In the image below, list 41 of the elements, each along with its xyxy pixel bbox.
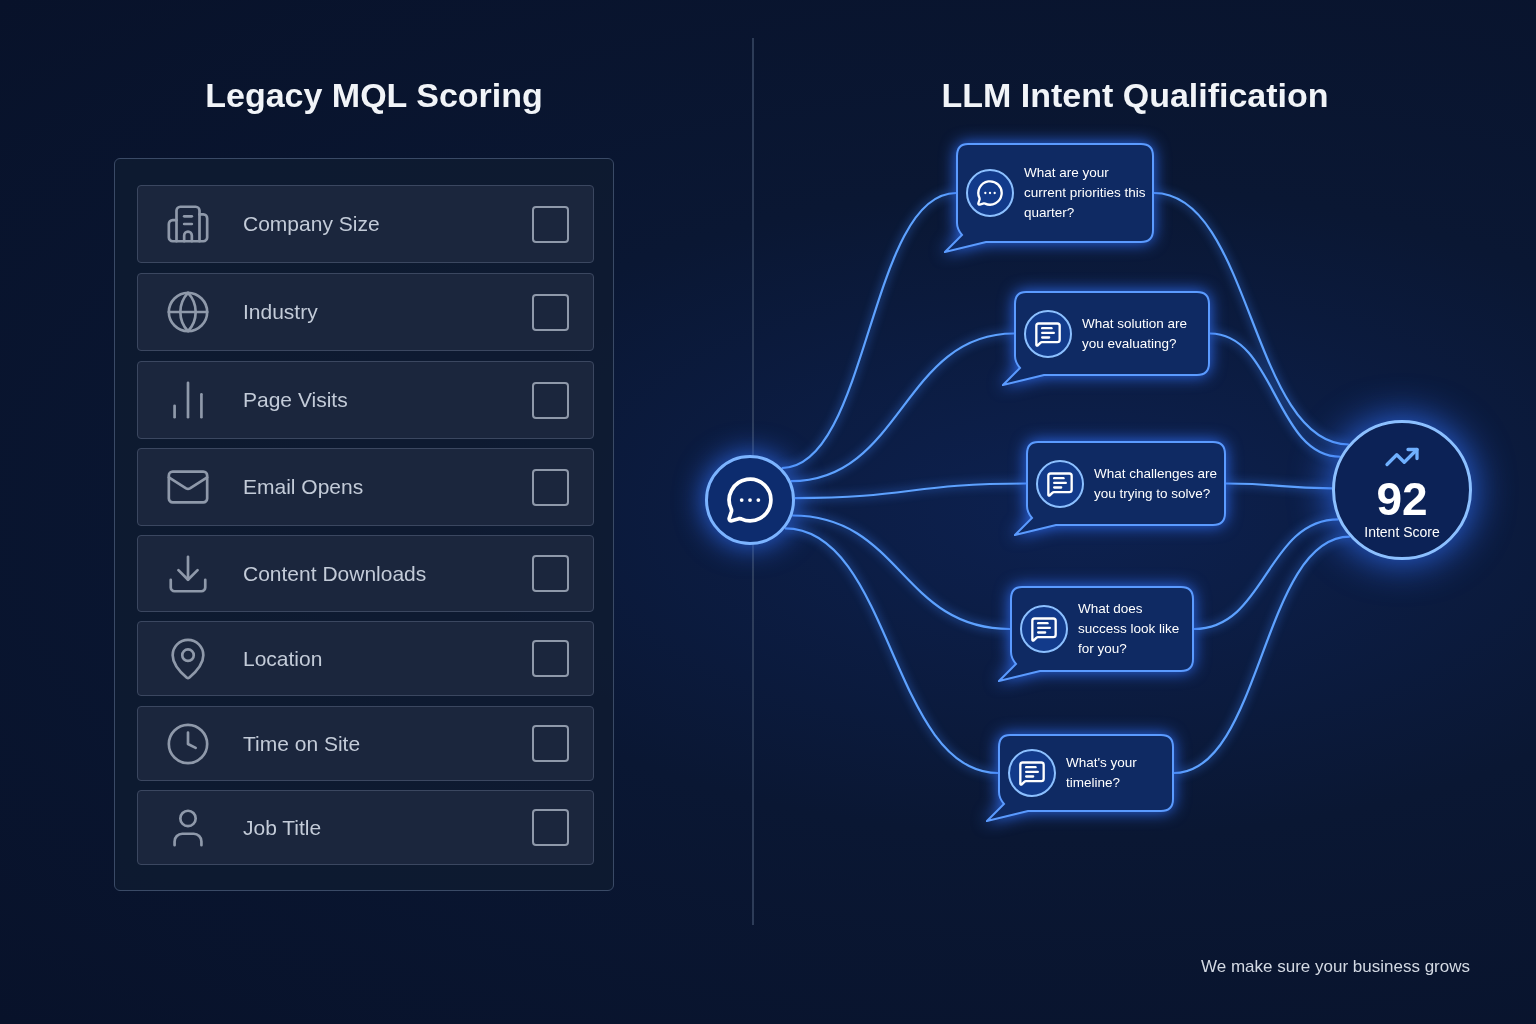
section-title: LLM Intent Qualification bbox=[940, 75, 1330, 116]
question-bubble bbox=[944, 143, 1154, 253]
score-caption: Intent Score bbox=[1364, 523, 1440, 541]
connector-line bbox=[781, 191, 957, 470]
connector-line bbox=[1209, 332, 1341, 458]
question-bubble bbox=[986, 734, 1174, 822]
criteria-label: Page Visits bbox=[243, 388, 348, 412]
criteria-label: Content Downloads bbox=[243, 561, 427, 585]
criteria-label: Location bbox=[243, 646, 323, 670]
criteria-label: Company Size bbox=[243, 212, 380, 236]
connector-line bbox=[790, 332, 1015, 483]
criteria-row bbox=[137, 535, 594, 612]
connector-line bbox=[784, 527, 999, 775]
question-bubble bbox=[1002, 291, 1210, 386]
score-value: 92 bbox=[1376, 475, 1428, 523]
criteria-label: Industry bbox=[243, 300, 318, 324]
question-bubble bbox=[998, 586, 1194, 682]
footer-text: We make sure your business grows bbox=[1200, 956, 1470, 978]
connector-line bbox=[1153, 191, 1350, 446]
question-text: What solution are you evaluating? bbox=[1082, 314, 1189, 353]
section-title: Legacy MQL Scoring bbox=[204, 75, 544, 116]
scoring-panel bbox=[114, 158, 614, 891]
criteria-row bbox=[137, 706, 594, 781]
connector-line bbox=[794, 482, 1026, 500]
criteria-row bbox=[137, 273, 594, 351]
criteria-label: Job Title bbox=[243, 815, 322, 839]
criteria-row bbox=[137, 185, 594, 263]
connector-line bbox=[1193, 518, 1339, 631]
question-text: What's your timeline? bbox=[1066, 754, 1138, 792]
question-text: What challenges are you trying to solve? bbox=[1094, 464, 1218, 503]
question-bubble bbox=[1014, 441, 1226, 536]
criteria-row bbox=[137, 790, 594, 865]
criteria-row bbox=[137, 621, 594, 696]
question-text: What does success look like for you? bbox=[1078, 600, 1181, 658]
criteria-label: Email Opens bbox=[243, 475, 364, 499]
connector-line bbox=[1226, 482, 1333, 490]
criteria-row bbox=[137, 361, 594, 439]
question-text: What are your current priorities this quarter? bbox=[1024, 164, 1146, 222]
connector-line bbox=[1173, 535, 1351, 775]
criteria-label: Time on Site bbox=[243, 731, 361, 755]
criteria-row bbox=[137, 448, 594, 526]
